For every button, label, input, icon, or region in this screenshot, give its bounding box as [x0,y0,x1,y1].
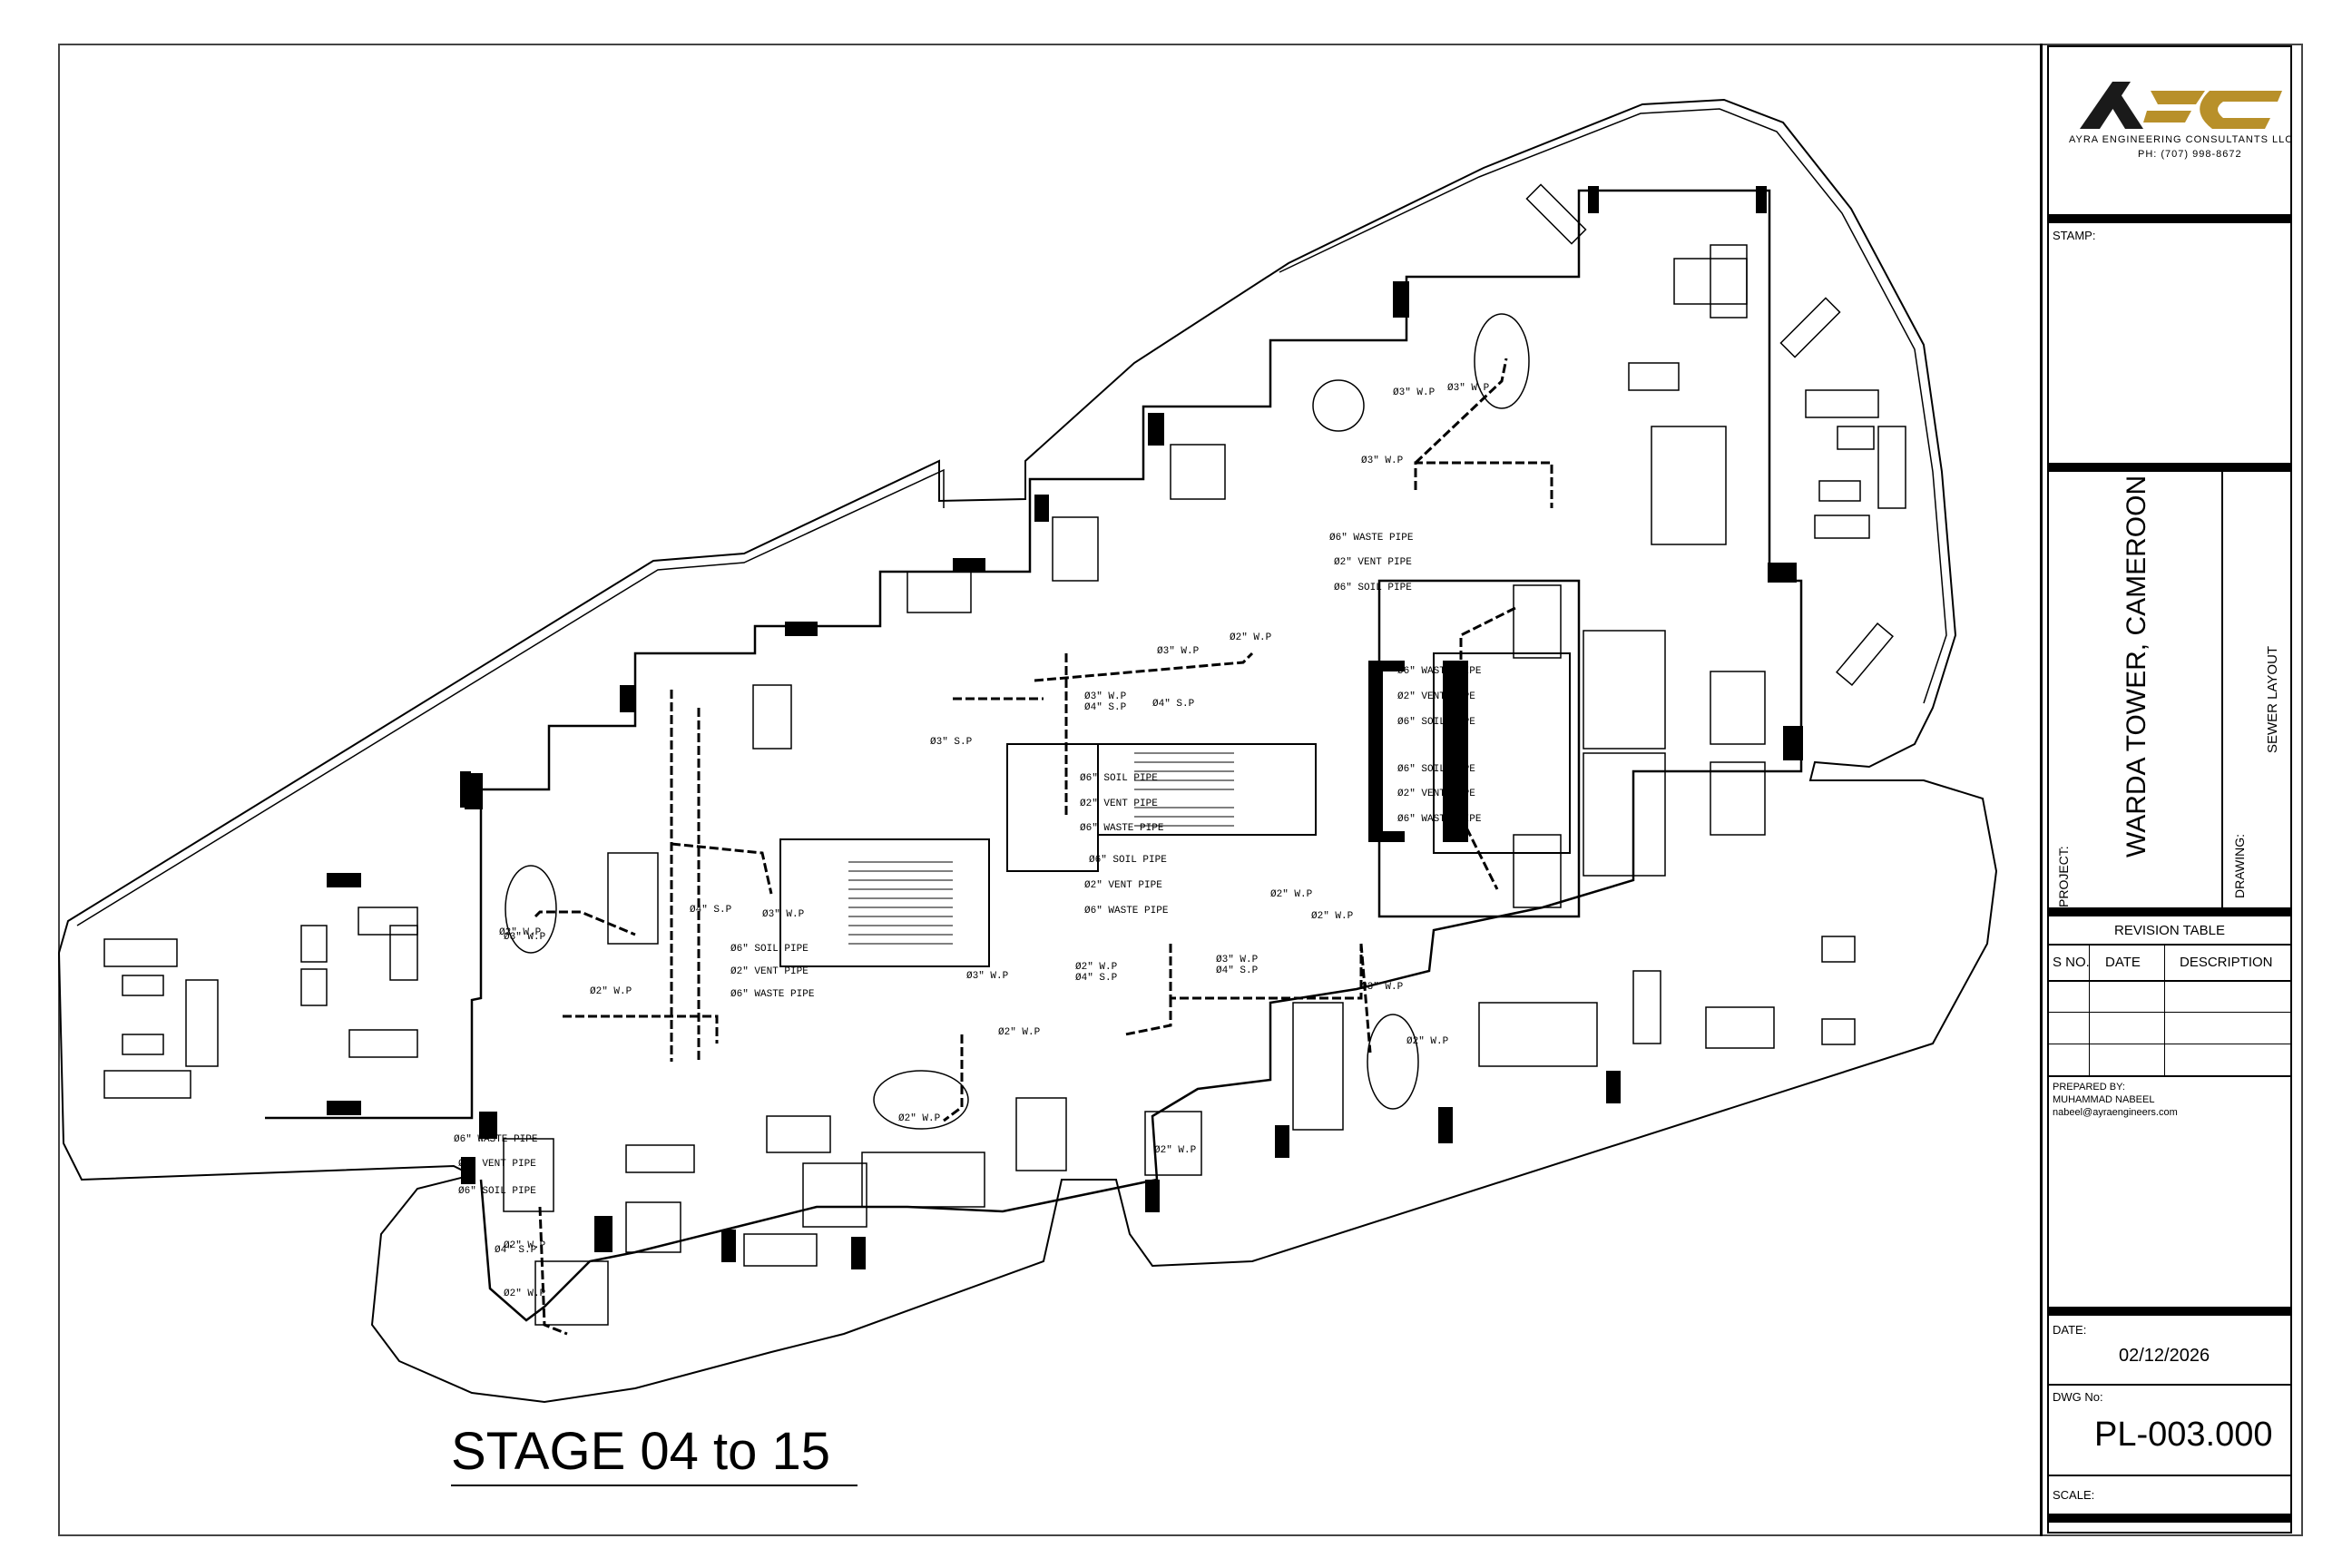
svg-text:Ø2" W.P: Ø2" W.P [1230,632,1272,643]
pipe-label: Ø2" VENT PIPE [1397,691,1475,702]
svg-text:Ø2" W.P: Ø2" W.P [590,986,632,997]
divider-line [2047,1384,2292,1386]
pipe-label: Ø6" SOIL PIPE [1089,855,1167,866]
revision-row-line [2047,944,2292,946]
pipe-label: Ø6" SOIL PIPE [1080,773,1158,784]
title-block-frame [2047,45,2292,1534]
pipe-label: Ø2" VENT PIPE [1334,557,1412,568]
svg-text:Ø4" S.P: Ø4" S.P [1216,965,1259,976]
divider-line [2047,1475,2292,1476]
company-logo [2080,82,2282,129]
company-name: AYRA ENGINEERING CONSULTANTS LLC [2069,134,2294,145]
svg-text:Ø3" W.P: Ø3" W.P [762,909,805,920]
title-block [2040,44,2306,1536]
pipe-label: Ø6" WASTE PIPE [1080,823,1164,834]
svg-text:Ø4" S.P: Ø4" S.P [1084,702,1127,713]
svg-text:Ø2" W.P: Ø2" W.P [1075,962,1118,973]
revision-row-line [2047,1075,2292,1077]
svg-text:Ø2" W.P: Ø2" W.P [998,1027,1041,1038]
scale-label: SCALE: [2053,1488,2095,1502]
svg-text:Ø4" S.P: Ø4" S.P [690,905,732,916]
svg-text:Ø3" W.P: Ø3" W.P [1361,456,1404,466]
project-label: PROJECT: [2056,846,2071,907]
pipe-label: Ø6" SOIL PIPE [1397,764,1475,775]
svg-text:Ø3" W.P: Ø3" W.P [1084,691,1127,702]
pipe-label: Ø2" VENT PIPE [1080,799,1158,809]
stage-title-underline [451,1485,858,1486]
project-drawing-separator [2221,472,2223,907]
pipe-label: Ø2" VENT PIPE [458,1159,536,1170]
revision-row-line [2047,1012,2292,1013]
pipe-label: Ø2" VENT PIPE [1397,789,1475,799]
svg-text:Ø2" W.P: Ø2" W.P [898,1113,941,1124]
stamp-label: STAMP: [2053,229,2096,242]
pipe-label: Ø6" WASTE PIPE [1329,533,1414,544]
prepared-by-name: MUHAMMAD NABEEL [2053,1094,2155,1105]
stage-title: STAGE 04 to 15 [451,1422,831,1481]
dwg-number-label: DWG No: [2053,1390,2103,1404]
svg-text:Ø3" W.P: Ø3" W.P [1393,387,1436,398]
revision-header-sno: S NO. [2053,955,2090,970]
divider-bar [2047,907,2292,916]
pipe-label: Ø6" WASTE PIPE [730,989,815,1000]
svg-text:Ø2" W.P: Ø2" W.P [504,1240,546,1251]
svg-text:Ø3" S.P: Ø3" S.P [930,737,973,748]
pipe-label: Ø6" SOIL PIPE [1397,717,1475,728]
building-outline [57,98,1998,1404]
divider-bar [2047,1514,2292,1523]
svg-text:Ø2" W.P: Ø2" W.P [1406,1036,1449,1047]
svg-text:Ø2" W.P: Ø2" W.P [1270,889,1313,900]
svg-text:Ø4" S.P: Ø4" S.P [1152,699,1195,710]
drawing-label: DRAWING: [2232,833,2247,898]
revision-header-description: DESCRIPTION [2180,955,2273,970]
drawing-sheet-border [58,44,2303,1536]
pipe-label: Ø6" SOIL PIPE [1334,583,1412,593]
pipe-label: Ø6" SOIL PIPE [730,944,808,955]
svg-text:Ø4" S.P: Ø4" S.P [1075,973,1118,984]
svg-text:Ø2" W.P: Ø2" W.P [504,1289,546,1299]
svg-text:Ø3" W.P: Ø3" W.P [1216,955,1259,965]
revision-col-line [2089,944,2090,1075]
pipe-label: Ø6" WASTE PIPE [1397,666,1482,677]
pipe-label: Ø2" VENT PIPE [730,966,808,977]
svg-text:Ø2" W.P: Ø2" W.P [1154,1145,1197,1156]
svg-text:Ø2" W.P: Ø2" W.P [499,927,542,938]
revision-table-title: REVISION TABLE [2114,923,2225,938]
divider-bar [2047,214,2292,223]
revision-col-line [2164,944,2165,1075]
revision-row-line [2047,980,2292,982]
svg-text:Ø3" W.P: Ø3" W.P [1157,646,1200,657]
prepared-by-email: nabeel@ayraengineers.com [2053,1107,2178,1118]
svg-text:Ø3" W.P: Ø3" W.P [1447,383,1490,394]
prepared-by-label: PREPARED BY: [2053,1082,2125,1093]
date-label: DATE: [2053,1323,2087,1337]
svg-text:Ø4" S.P: Ø4" S.P [495,1245,537,1256]
drawing-name: SEWER LAYOUT [2265,645,2280,753]
project-name: WARDA TOWER, CAMEROON [2122,475,2151,858]
pipe-label: Ø2" VENT PIPE [1084,880,1162,891]
date-value: 02/12/2026 [2119,1346,2210,1366]
pipe-label: Ø6" WASTE PIPE [1084,906,1169,916]
divider-bar [2047,1307,2292,1316]
dwg-number-value: PL-003.000 [2094,1416,2273,1454]
svg-text:Ø3" W.P: Ø3" W.P [504,932,546,943]
pipe-label: Ø6" SOIL PIPE [458,1186,536,1197]
pipe-label: Ø6" WASTE PIPE [1397,814,1482,825]
svg-text:Ø3" W.P: Ø3" W.P [966,971,1009,982]
svg-text:Ø2" W.P: Ø2" W.P [1311,911,1354,922]
company-phone: PH: (707) 998-8672 [2138,149,2242,160]
divider-bar [2047,463,2292,472]
pipe-label: Ø6" WASTE PIPE [454,1134,538,1145]
revision-header-date: DATE [2105,955,2141,970]
svg-text:Ø3" W.P: Ø3" W.P [1361,982,1404,993]
